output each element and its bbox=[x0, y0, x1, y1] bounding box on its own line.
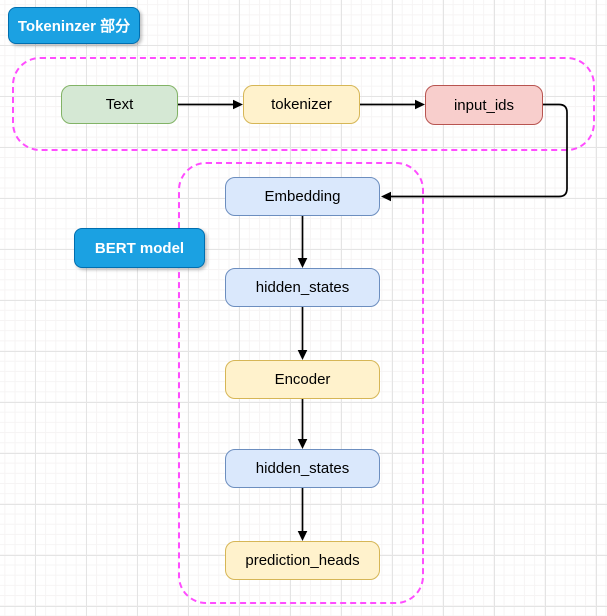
node-tokenizer[interactable]: tokenizer bbox=[243, 85, 360, 124]
node-embedding[interactable]: Embedding bbox=[225, 177, 380, 216]
node-hidden-states-2-label: hidden_states bbox=[255, 460, 350, 477]
tokenizer-section-container[interactable] bbox=[12, 57, 595, 151]
bert-model-label[interactable]: BERT model bbox=[74, 228, 205, 268]
tokenizer-section-label[interactable]: Tokeninzer 部分 bbox=[8, 7, 140, 44]
bert-model-label-text: BERT model bbox=[94, 239, 185, 257]
arrow-tokenizer-to-input-ids[interactable] bbox=[360, 99, 425, 110]
node-encoder[interactable]: Encoder bbox=[225, 360, 380, 399]
node-prediction-heads-label: prediction_heads bbox=[245, 552, 360, 569]
node-hidden-states-2[interactable]: hidden_states bbox=[225, 449, 380, 488]
arrow-text-to-tokenizer[interactable] bbox=[178, 99, 243, 110]
node-embedding-label: Embedding bbox=[264, 188, 341, 205]
node-text-label: Text bbox=[105, 96, 134, 113]
bert-model-container[interactable] bbox=[178, 162, 424, 604]
arrow-encoder-to-hidden-states[interactable] bbox=[297, 399, 308, 449]
node-hidden-states-1-label: hidden_states bbox=[255, 279, 350, 296]
node-prediction-heads[interactable]: prediction_heads bbox=[225, 541, 380, 580]
arrow-hidden-states-to-prediction-heads[interactable] bbox=[297, 488, 308, 541]
arrow-embedding-to-hidden-states[interactable] bbox=[297, 216, 308, 268]
node-input-ids[interactable]: input_ids bbox=[425, 85, 543, 125]
node-text[interactable]: Text bbox=[61, 85, 178, 124]
arrow-input-ids-to-embedding[interactable] bbox=[381, 103, 568, 202]
node-input-ids-label: input_ids bbox=[453, 96, 515, 114]
node-hidden-states-1[interactable]: hidden_states bbox=[225, 268, 380, 307]
arrow-hidden-states-to-encoder[interactable] bbox=[297, 307, 308, 360]
node-encoder-label: Encoder bbox=[274, 371, 331, 388]
tokenizer-section-label-text: Tokeninzer 部分 bbox=[17, 18, 131, 35]
node-tokenizer-label: tokenizer bbox=[271, 96, 332, 113]
